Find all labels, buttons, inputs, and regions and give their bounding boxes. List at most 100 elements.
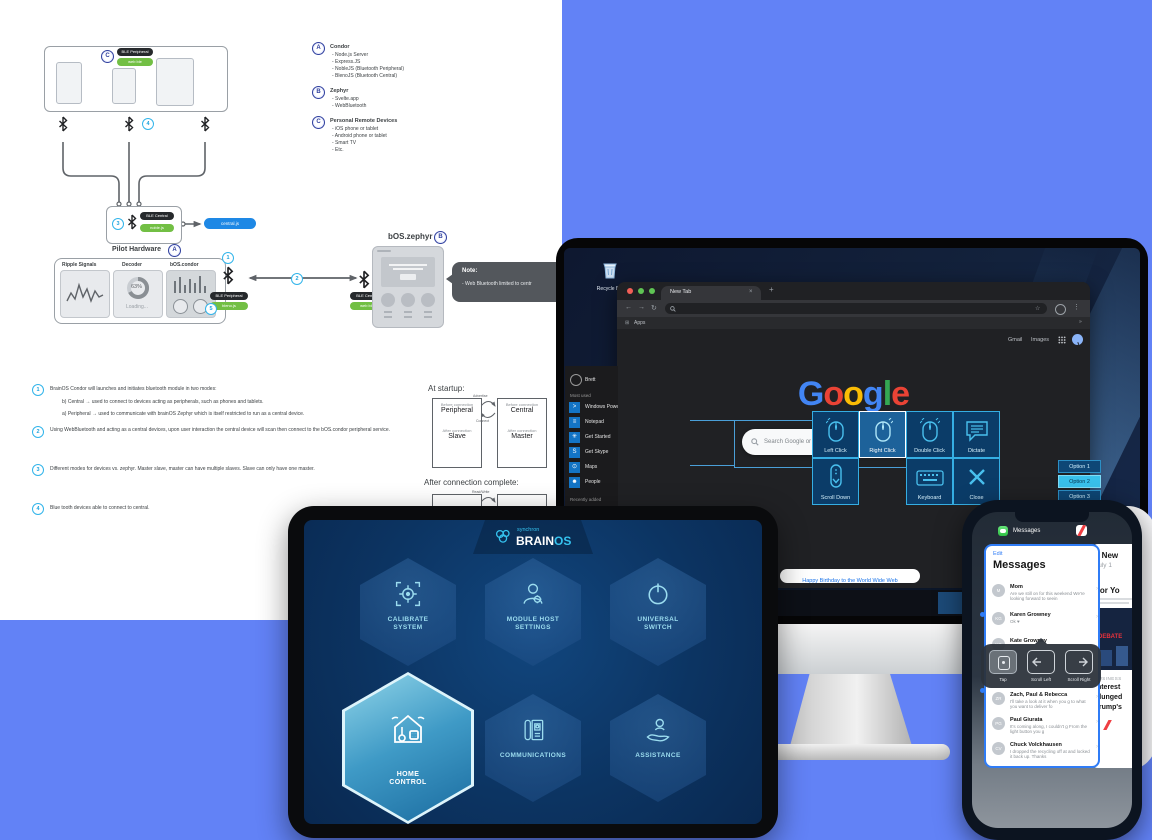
bookmarks-bar: ⊞ Apps »	[617, 317, 1090, 329]
legend-badge-b: B	[312, 86, 325, 99]
tab-close-icon[interactable]: ×	[749, 289, 753, 295]
avatar-initial: J	[1075, 343, 1080, 349]
note-text-1b: b) Central → used to connect to devices …	[62, 399, 264, 405]
ble-peripheral-pill: BLE Peripheral	[117, 48, 153, 56]
module-host-icon	[523, 583, 543, 604]
taskbar-item[interactable]	[938, 592, 966, 614]
right-click-button[interactable]: Right Click	[859, 411, 906, 458]
thread-preview: It's coming along, I couldn't g From the…	[1010, 724, 1088, 734]
start-menu-item-people[interactable]: ☻People	[565, 476, 618, 491]
hex-label-line2: CONTROL	[389, 779, 427, 786]
gmail-link[interactable]: Gmail	[1008, 337, 1023, 343]
brand-bold: BRAIN	[516, 534, 554, 548]
recycle-bin-icon[interactable]: Recycle Bin	[588, 260, 632, 292]
double-click-label: Double Click	[914, 448, 945, 454]
scroll-down-icon	[829, 464, 842, 488]
note-badge-4: 4	[32, 503, 44, 515]
before-connection-label: Before connection	[440, 402, 474, 407]
birthday-toast[interactable]: Happy Birthday to the World Wide Web	[780, 569, 920, 584]
legend-badge-c: C	[312, 116, 325, 129]
knob-icon	[173, 299, 188, 314]
left-click-button[interactable]: Left Click	[812, 411, 859, 458]
scroll-down-button[interactable]: Scroll Down	[812, 458, 859, 505]
scroll-right-label: Scroll Right	[1067, 677, 1091, 682]
forward-icon[interactable]: →	[638, 304, 645, 311]
overflow-icon[interactable]: »	[1079, 319, 1082, 325]
new-tab-icon[interactable]: +	[769, 285, 774, 294]
selection-handle[interactable]	[980, 688, 985, 693]
search-icon	[670, 305, 676, 312]
apps-bookmark[interactable]: Apps	[634, 320, 646, 326]
bluetooth-icon	[201, 116, 210, 132]
equalizer-icon	[174, 276, 206, 293]
search-icon	[751, 438, 759, 446]
tap-button[interactable]	[989, 650, 1017, 674]
bluetooth-icon	[59, 116, 68, 132]
thread-preview: I'll take a look at it when you g to wha…	[1010, 699, 1086, 709]
start-menu-item-notepad[interactable]: ≡Notepad	[565, 416, 618, 431]
dictate-button[interactable]: Dictate	[953, 411, 1000, 458]
decoder-percent: 63%	[131, 284, 143, 290]
scroll-down-label: Scroll Down	[820, 495, 851, 501]
avatar: KG	[992, 612, 1005, 625]
news-app-icon	[1076, 525, 1087, 536]
mouse-icon	[825, 417, 844, 442]
messages-app-icon	[998, 526, 1008, 536]
traffic-light-close[interactable]	[627, 288, 633, 294]
hex-label-line1: ASSISTANCE	[635, 752, 681, 759]
slave-label: Slave	[448, 433, 466, 440]
start-menu-item-get-started[interactable]: ✳Get Started	[565, 431, 618, 446]
back-icon[interactable]: ←	[625, 304, 632, 311]
option-2[interactable]: Option 2	[1058, 475, 1101, 488]
start-menu-item-maps[interactable]: ⊙Maps	[565, 461, 618, 476]
avatar: CV	[992, 742, 1005, 755]
legend-item: - Etc.	[332, 147, 344, 153]
reload-icon[interactable]: ↻	[651, 305, 657, 312]
scroll-left-icon	[1032, 657, 1041, 667]
messages-title: Messages	[993, 559, 1046, 571]
note-text-2: Using WebBluetooth and acting as a centr…	[50, 427, 391, 433]
selection-handle[interactable]	[980, 612, 985, 617]
url-bar[interactable]: ☆	[665, 303, 1047, 314]
close-button[interactable]: Close	[953, 458, 1000, 505]
hex-assistance[interactable]: ASSISTANCE	[610, 694, 706, 802]
news-bold-3: Trump's	[1095, 704, 1122, 711]
zephyr-button	[421, 293, 435, 307]
thread-name: Kate Growney	[1010, 638, 1047, 644]
start-menu-item-powershell[interactable]: >Windows PowerShell	[565, 401, 618, 416]
hex-communications[interactable]: COMMUNICATIONS	[485, 694, 581, 802]
double-click-button[interactable]: Double Click	[906, 411, 953, 458]
edit-link[interactable]: Edit	[993, 551, 1003, 557]
browser-tab[interactable]: New Tab ×	[661, 286, 761, 300]
traffic-light-minimize[interactable]	[638, 288, 644, 294]
scroll-left-button[interactable]	[1027, 650, 1055, 674]
images-link[interactable]: Images	[1031, 337, 1050, 343]
start-item-label: Get Skype	[585, 449, 609, 455]
profile-avatar-icon[interactable]	[1055, 303, 1066, 315]
user-avatar-icon[interactable]	[570, 374, 582, 386]
bookmark-star-icon[interactable]: ☆	[1035, 306, 1041, 312]
news-for-you: For Yo	[1095, 586, 1120, 595]
thread-name: Zach, Paul & Rebecca	[1010, 692, 1068, 698]
progress-ring-icon	[127, 276, 150, 299]
peripheral-state-box: Before connection Peripheral After conne…	[432, 398, 482, 468]
apps-grid-icon[interactable]: ⊞	[625, 320, 630, 326]
keyboard-label: Keyboard	[917, 495, 942, 501]
account-avatar[interactable]: J	[1072, 334, 1083, 349]
keyboard-button[interactable]: Keyboard	[906, 458, 953, 505]
option-1[interactable]: Option 1	[1058, 460, 1101, 473]
traffic-light-zoom[interactable]	[649, 288, 655, 294]
google-apps-grid-icon[interactable]	[1058, 336, 1066, 344]
search-placeholder: Search Google or type a URL	[764, 439, 843, 445]
overlay-notch	[1035, 638, 1047, 644]
scroll-right-button[interactable]	[1065, 650, 1093, 674]
brain-icon	[495, 529, 510, 543]
menu-dots-icon[interactable]: ⋮	[1073, 304, 1080, 311]
thread-name: Chuck Volckhausen	[1010, 742, 1062, 748]
thread-preview: Ok ♥	[1010, 619, 1020, 624]
